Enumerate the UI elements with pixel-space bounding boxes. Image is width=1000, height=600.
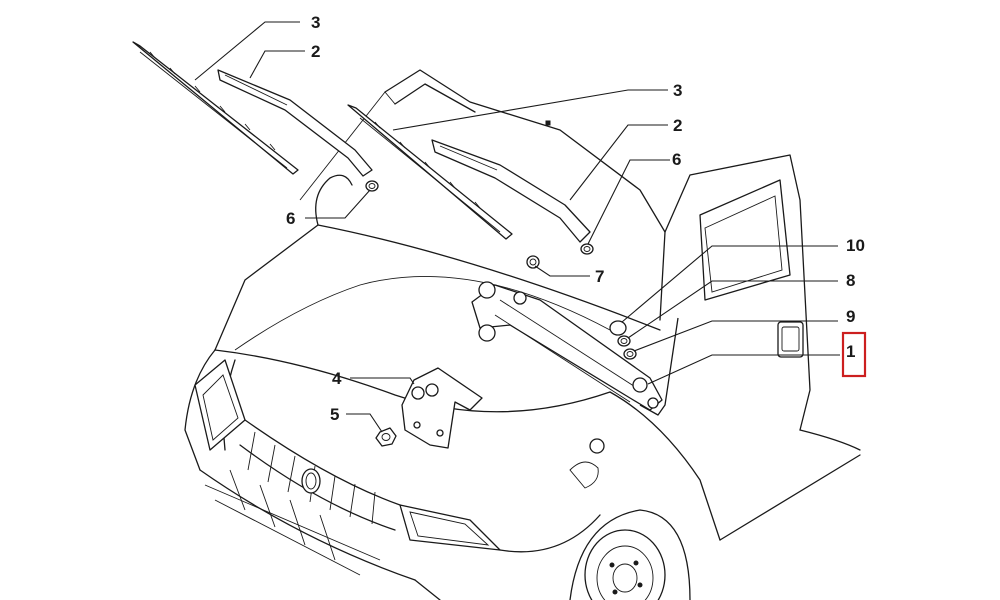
callout-1: 1 <box>846 342 855 361</box>
wiper-blade-left <box>132 41 299 175</box>
callout-3-right: 3 <box>673 81 682 100</box>
callout-2-right: 2 <box>673 116 682 135</box>
nut-left <box>365 180 379 192</box>
callout-1-highlight-box <box>841 331 867 378</box>
callout-8: 8 <box>846 271 855 290</box>
nut-nine <box>623 348 637 360</box>
wiper-linkage-assembly <box>471 281 663 411</box>
callout-2-left: 2 <box>311 42 320 61</box>
wiper-arm-left <box>217 69 373 177</box>
callout-5: 5 <box>330 405 339 424</box>
bracket-four <box>401 367 483 449</box>
washer-eight <box>617 335 631 347</box>
cap-ten <box>609 320 627 336</box>
callout-labels: 3 2 3 2 6 6 7 10 8 9 1 4 5 <box>286 13 865 424</box>
wiper-arm-right <box>431 139 591 243</box>
nut-seven <box>526 255 540 269</box>
callout-6-right: 6 <box>672 150 681 169</box>
callout-9: 9 <box>846 307 855 326</box>
callout-3-left: 3 <box>311 13 320 32</box>
nut-five <box>375 427 397 447</box>
callout-6-left: 6 <box>286 209 295 228</box>
callout-7: 7 <box>595 267 604 286</box>
callout-10: 10 <box>846 236 865 255</box>
nut-right <box>580 243 594 255</box>
leader-lines <box>194 21 840 433</box>
callout-4: 4 <box>332 369 342 388</box>
wiper-blade-right <box>347 104 513 240</box>
van-body <box>184 69 861 600</box>
